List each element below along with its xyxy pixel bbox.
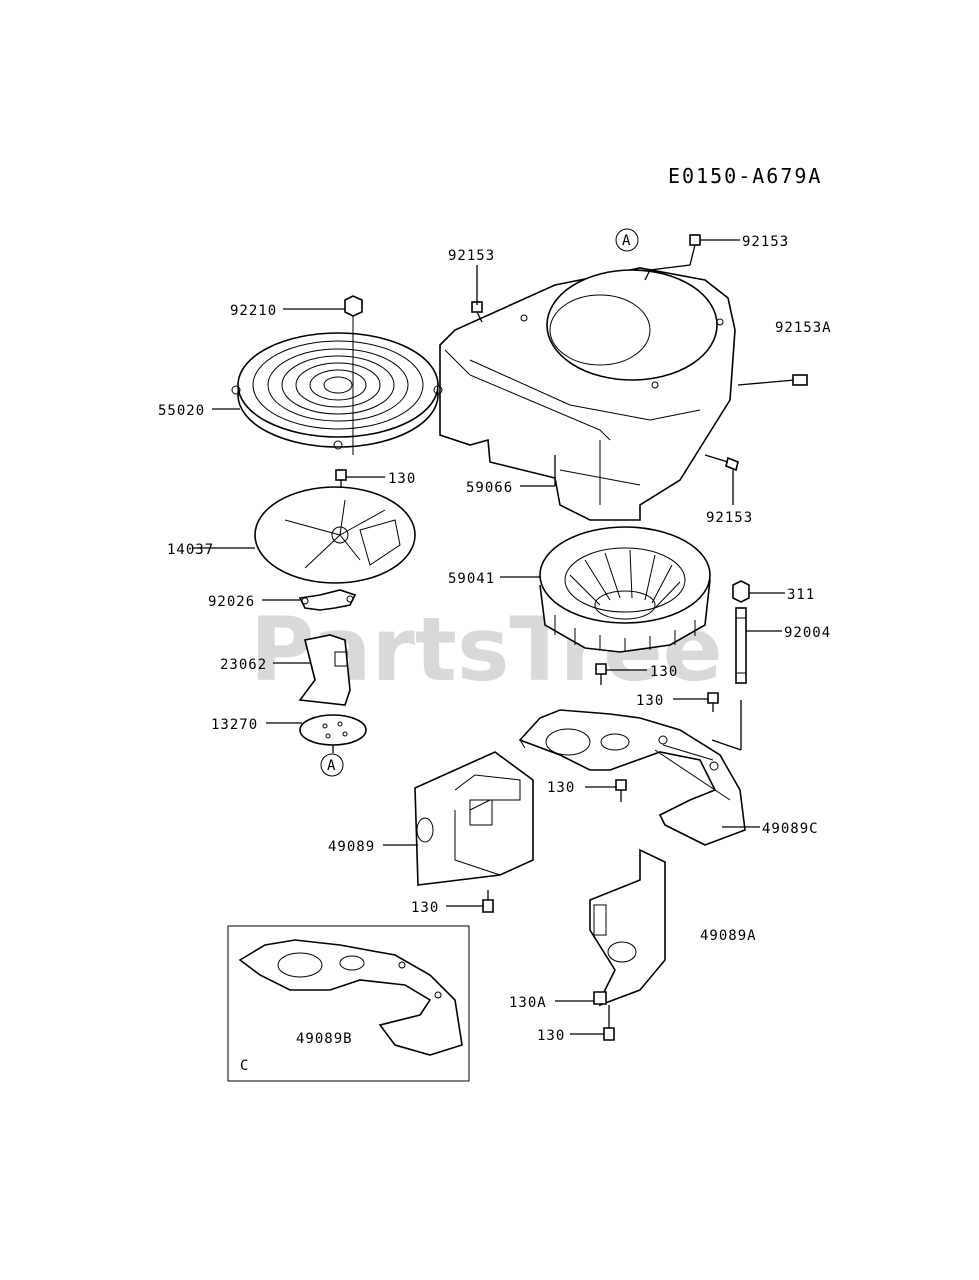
bolt-92153-bottom[interactable] [704,454,739,472]
label-14037: 14037 [167,542,214,558]
ref-marker-bottom[interactable]: A [320,753,344,777]
label-49089B: 49089B [296,1031,353,1047]
label-59066: 59066 [466,480,513,496]
label-55020: 55020 [158,403,205,419]
nut-92210[interactable] [344,295,363,317]
ref-marker-top-label: A [622,233,631,249]
flywheel-59041[interactable] [539,526,711,653]
shroud-59066[interactable] [439,267,736,521]
bolt-130A[interactable] [593,991,607,1005]
bracket-92026[interactable] [298,589,357,611]
ref-marker-bottom-label: A [327,758,336,774]
label-92210: 92210 [230,303,277,319]
label-92026: 92026 [208,594,255,610]
label-49089A: 49089A [700,928,757,944]
inset-49089B[interactable]: 49089B C [227,925,470,1082]
stud-92004[interactable] [735,607,747,684]
label-130-d: 130 [547,780,575,796]
label-59041: 59041 [448,571,495,587]
label-311: 311 [787,587,815,603]
bolt-92153A[interactable] [737,374,808,386]
ref-marker-top[interactable]: A [615,228,639,252]
label-130-e: 130 [411,900,439,916]
label-130-a: 130 [388,471,416,487]
label-92153-bottom: 92153 [706,510,753,526]
cover-49089A[interactable] [589,848,666,1007]
diagram-code: E0150-A679A [668,164,822,188]
label-92153-top: 92153 [448,248,495,264]
label-49089: 49089 [328,839,375,855]
base-49089C[interactable] [518,709,746,846]
bolt-130-c[interactable] [707,692,719,712]
bracket-23062[interactable] [298,634,351,706]
label-130A: 130A [509,995,547,1011]
label-92153A: 92153A [775,320,832,336]
bolt-130-b[interactable] [595,663,607,685]
label-130-c: 130 [636,693,664,709]
bolt-130-d[interactable] [615,779,627,802]
bolt-130-f[interactable] [603,1005,615,1041]
label-49089C: 49089C [762,821,819,837]
screen-55020[interactable] [231,316,443,455]
label-92004: 92004 [784,625,831,641]
bolt-92153-right[interactable] [689,234,701,246]
label-23062: 23062 [220,657,267,673]
inset-letter: C [240,1058,249,1074]
cover-49089[interactable] [414,751,534,886]
label-130-b: 130 [650,664,678,680]
plate-13270[interactable] [299,714,367,746]
label-130-f: 130 [537,1028,565,1044]
plate-14037[interactable] [254,486,416,584]
nut-311[interactable] [732,580,750,603]
label-13270: 13270 [211,717,258,733]
bolt-130-e[interactable] [482,890,494,913]
label-92153-right: 92153 [742,234,789,250]
